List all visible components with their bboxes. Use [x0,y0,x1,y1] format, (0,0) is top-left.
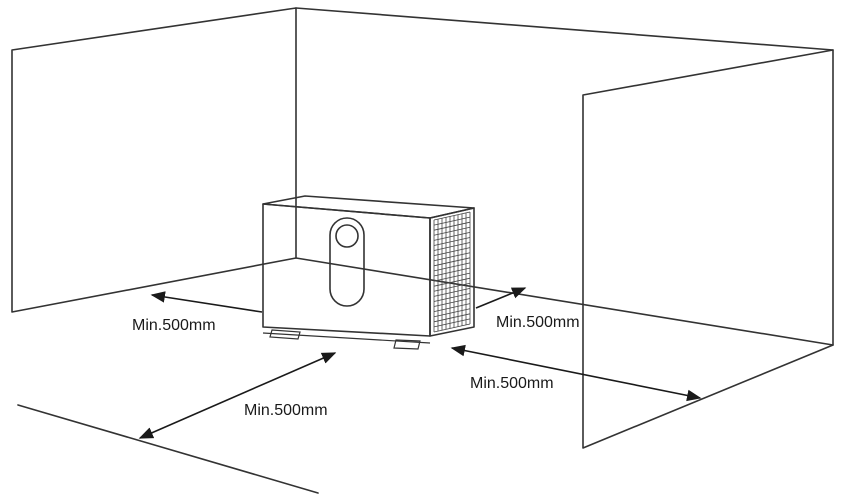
label-right-clearance: Min.500mm [470,375,554,392]
floor-front-line [17,404,319,494]
grille-bar [433,293,471,302]
grille-bar [433,247,471,257]
label-back-clearance: Min.500mm [496,314,580,331]
grille-bar [433,272,471,282]
unit-foot-right [393,339,421,350]
unit-side-face [429,207,475,337]
grille-bar [433,318,471,328]
grille-bar [433,257,471,267]
display-dial [335,224,359,248]
heat-pump-unit [262,195,475,350]
grille-bar [433,303,471,313]
grille-bar [433,252,471,262]
grille-bar [433,298,471,307]
clearance-labels: Min.500mm Min.500mm Min.500mm Min.500mm [132,314,580,419]
label-left-clearance: Min.500mm [132,317,216,334]
grille-bar [433,231,471,241]
grille-bar [433,242,471,251]
arrow-front-clearance [138,352,337,439]
arrow-right-clearance [450,344,702,402]
grille-bar [433,267,471,277]
grille-bar [433,237,471,246]
grille-bar [433,287,471,297]
grille-bar [433,282,471,292]
clearance-arrows [138,287,702,439]
arrow-left-clearance [150,291,263,313]
grille-bar [433,226,471,236]
room-walls [11,7,834,494]
grille-bar [433,323,471,333]
grille-bar [433,211,471,221]
grille-bar [433,277,471,287]
grille-bar [433,313,471,323]
left-wall [11,7,297,313]
grille-bar [433,262,471,272]
grille-bar [433,216,471,226]
grille-bar [433,221,471,231]
back-wall-floor-edge [295,257,834,346]
label-front-clearance: Min.500mm [244,402,328,419]
unit-base-edge [262,332,431,344]
display-panel [329,217,365,307]
right-wall [582,49,834,449]
back-wall-top-edge [295,7,834,51]
arrow-back-clearance [475,287,527,309]
unit-front-face [262,203,431,337]
side-grille [433,211,471,333]
unit-foot-left [269,329,301,340]
grille-bar [433,308,471,318]
